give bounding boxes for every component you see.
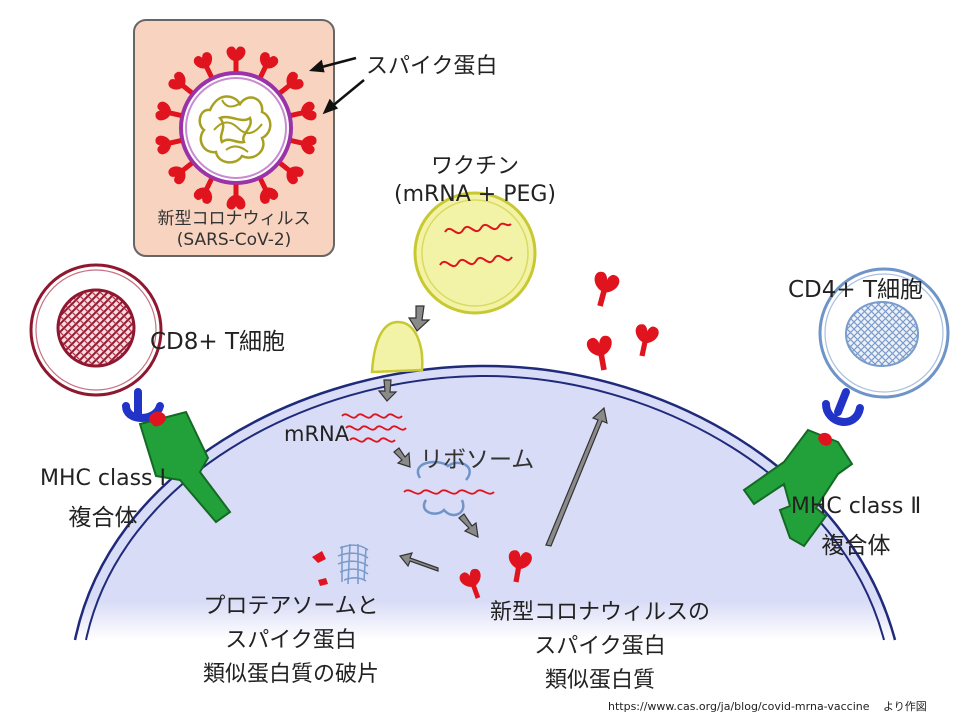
source-url: https://www.cas.org/ja/blog/covid-mrna-v…	[608, 700, 870, 713]
mrna-label: mRNA	[284, 422, 350, 446]
spike-like-protein-label: 新型コロナウィルスの スパイク蛋白 類似蛋白質	[452, 596, 748, 698]
mhc1-label-line1: MHC class Ⅰ	[40, 466, 166, 491]
mhc-class-2	[742, 428, 854, 548]
membrane-fusion-bump	[370, 320, 424, 374]
virus-spike	[168, 71, 194, 95]
released-spike-protein	[635, 324, 659, 357]
mhc1-label-line2: 複合体	[68, 505, 138, 531]
vaccine-title: ワクチン	[430, 154, 519, 179]
virus-spike	[258, 177, 279, 204]
virus-spike	[226, 46, 246, 72]
virus-code-label: (SARS-CoV-2)	[176, 230, 292, 250]
released-spike-protein	[594, 271, 620, 307]
spike-pointer-arrows	[309, 56, 365, 115]
virus-inset	[133, 19, 365, 257]
virus-spike	[278, 71, 304, 95]
virus-spike	[193, 177, 214, 204]
mhc2-label-line2: 複合体	[821, 533, 891, 559]
proteasome-line-3: 類似蛋白質の破片	[202, 662, 379, 687]
cd4-t-cell	[818, 267, 950, 399]
spike-like-protein	[459, 568, 481, 599]
proteasome-line-2: スパイク蛋白	[225, 628, 357, 653]
translating-mrna	[403, 489, 495, 495]
source-citation: https://www.cas.org/ja/blog/covid-mrna-v…	[608, 698, 927, 714]
tcr-cd4	[822, 388, 864, 426]
cd8-t-cell	[29, 263, 163, 397]
proteasome-label: プロテアソームと スパイク蛋白 類似蛋白質の破片	[160, 590, 422, 692]
released-spike-proteins	[586, 271, 659, 371]
spike-like-protein	[508, 550, 532, 583]
process-arrows	[377, 305, 608, 572]
virus-spike	[168, 161, 194, 185]
proteasome-line-1: プロテアソームと	[203, 594, 379, 619]
virus-name-label: 新型コロナウィルス	[157, 209, 311, 229]
vaccine-formula: (mRNA + PEG)	[393, 182, 557, 207]
virus-spike	[193, 52, 214, 79]
spike-protein-label: スパイク蛋白	[366, 54, 498, 79]
mhc2-label-line1: MHC class Ⅱ	[790, 494, 922, 519]
virus-spikes	[155, 46, 317, 210]
mrna-strands	[341, 413, 407, 443]
mhc-class-1	[138, 410, 232, 524]
spike-like-proteins	[459, 550, 532, 599]
virus-spike	[290, 135, 317, 155]
ribosome-label: リボソーム	[420, 447, 535, 473]
spike-like-line-3: 類似蛋白質	[544, 668, 655, 693]
virus-spike	[290, 101, 317, 121]
cd4-t-cell-label: CD4+ T細胞	[788, 277, 924, 303]
tcr-cd8	[122, 388, 164, 422]
virus-particle	[179, 71, 293, 185]
ribosome	[416, 460, 471, 517]
proteasome	[337, 543, 369, 585]
spike-like-line-1: 新型コロナウィルスの	[489, 600, 710, 625]
virus-spike	[278, 161, 304, 185]
virus-spike	[226, 184, 246, 210]
spike-like-line-2: スパイク蛋白	[534, 634, 666, 659]
source-note: より作図	[883, 700, 927, 713]
cd8-t-cell-label: CD8+ T細胞	[150, 329, 286, 355]
virus-spike	[155, 101, 182, 121]
virus-spike	[258, 52, 279, 79]
released-spike-protein	[586, 335, 612, 371]
peptide-fragments	[312, 551, 328, 586]
virus-spike	[155, 135, 182, 155]
vaccine-particle	[413, 191, 537, 315]
